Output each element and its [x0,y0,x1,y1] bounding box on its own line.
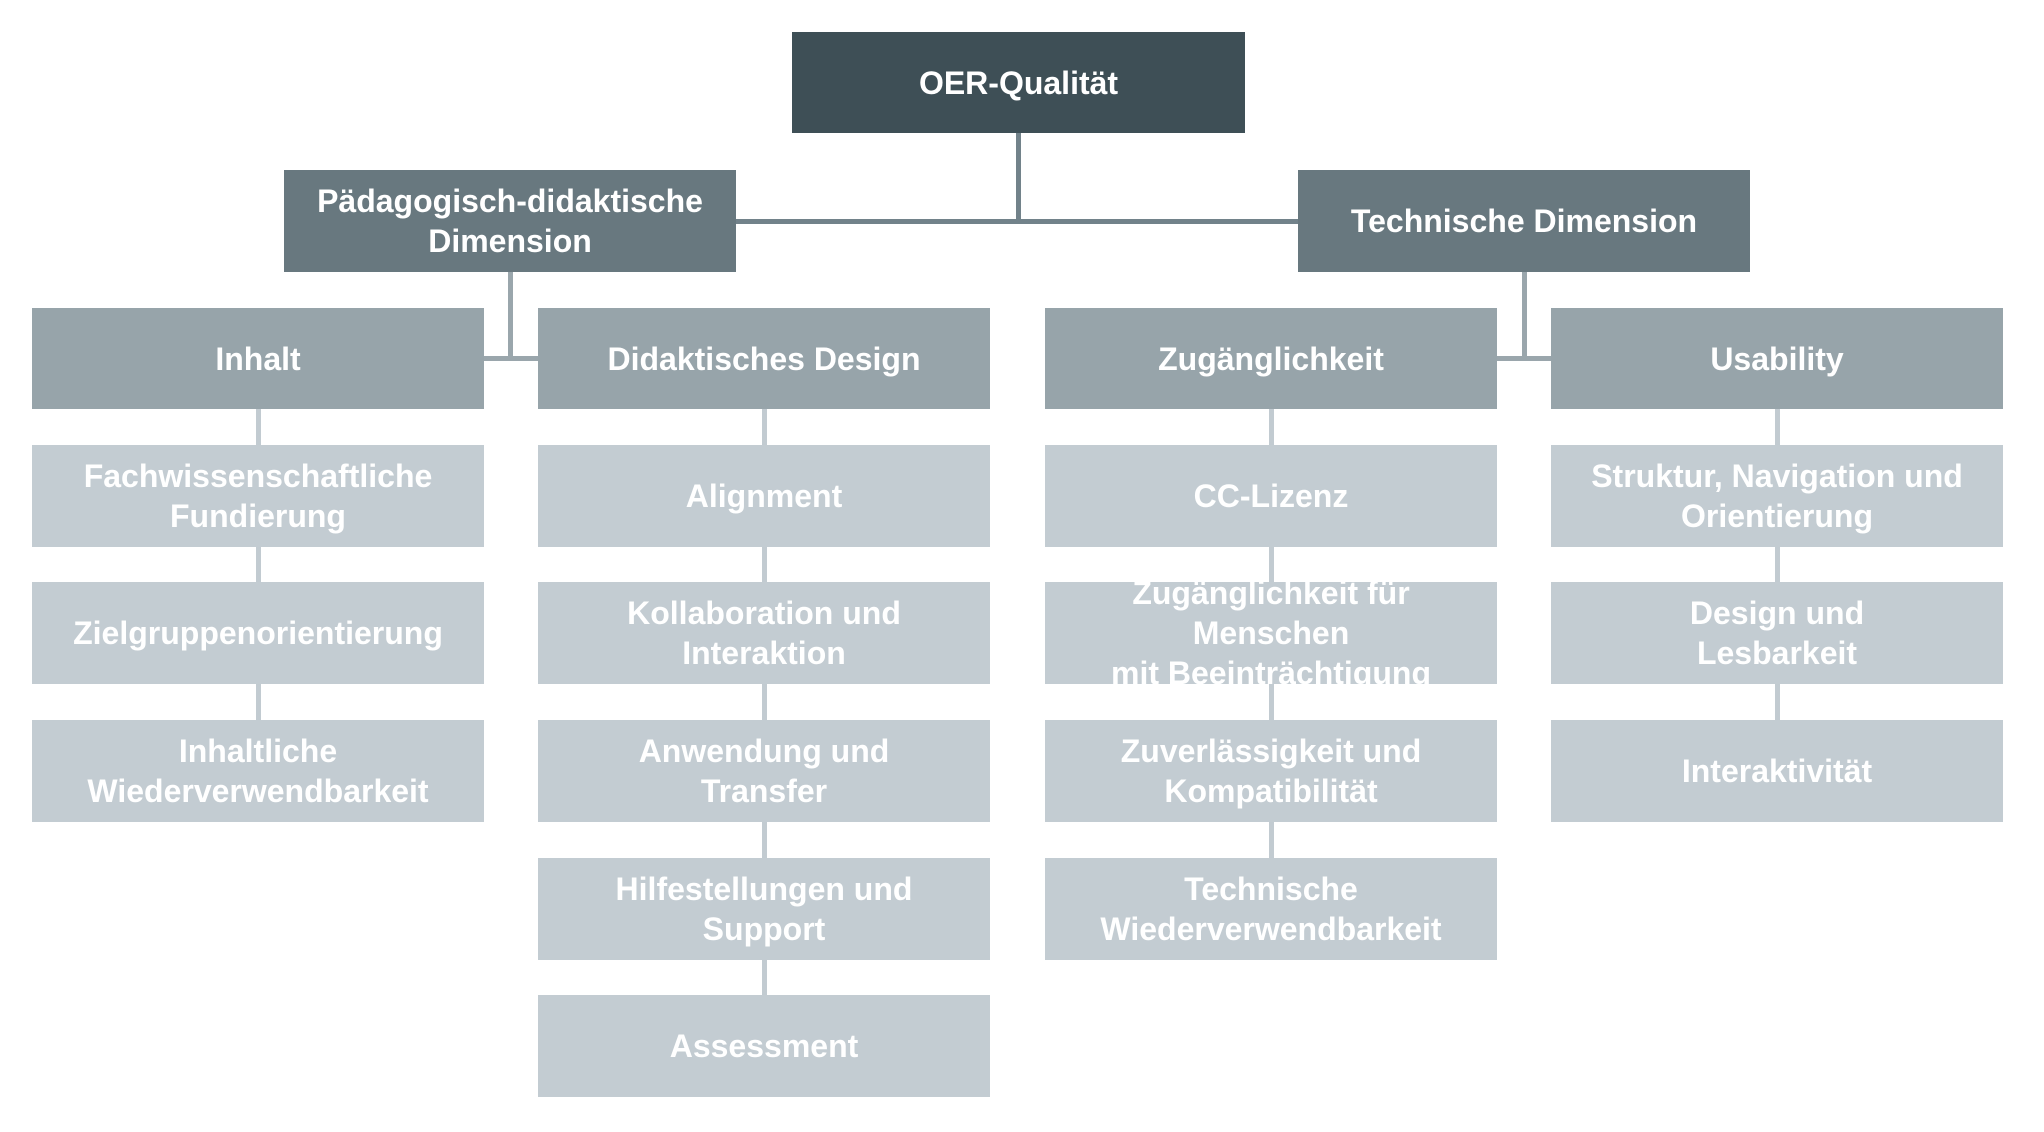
node-item-alignment: Alignment [538,445,990,547]
connector-col2-seg1 [762,409,767,445]
connector-col1-seg2 [256,547,261,582]
node-header-didaktisches-design: Didaktisches Design [538,308,990,409]
connector-col2-seg3 [762,684,767,720]
node-item-fachwissenschaftliche-fundierung: Fachwissenschaftliche Fundierung [32,445,484,547]
connector-col2-seg2 [762,547,767,582]
connector-col3-seg3 [1269,684,1274,720]
connector-col4-seg2 [1775,547,1780,582]
node-item-inhaltliche-wiederverwendbarkeit: Inhaltliche Wiederverwendbarkeit [32,720,484,822]
connector-root-drop [1016,133,1021,221]
connector-col4-seg1 [1775,409,1780,445]
connector-col1-seg3 [256,684,261,720]
connector-col3-seg4 [1269,822,1274,858]
node-item-hilfestellungen-und-support: Hilfestellungen und Support [538,858,990,960]
node-item-zugaenglichkeit-beeintraechtigung: Zugänglichkeit für Menschen mit Beeinträ… [1045,575,1497,691]
node-item-zuverlaessigkeit-und-kompatibilitaet: Zuverlässigkeit und Kompatibilität [1045,720,1497,822]
node-item-cc-lizenz: CC-Lizenz [1045,445,1497,547]
node-item-interaktivitaet: Interaktivität [1551,720,2003,822]
connector-dim2-rail [1497,356,1551,361]
connector-dim1-drop [508,272,513,358]
node-root: OER-Qualität [792,32,1245,133]
connector-col4-seg3 [1775,684,1780,720]
connector-root-rail [736,219,1298,224]
node-header-usability: Usability [1551,308,2003,409]
node-item-zielgruppenorientierung: Zielgruppenorientierung [32,582,484,684]
connector-dim1-rail [484,356,538,361]
node-item-assessment: Assessment [538,995,990,1097]
connector-col3-seg2 [1269,547,1274,582]
connector-col1-seg1 [256,409,261,445]
node-item-anwendung-und-transfer: Anwendung und Transfer [538,720,990,822]
node-item-technische-wiederverwendbarkeit: Technische Wiederverwendbarkeit [1045,858,1497,960]
connector-col3-seg1 [1269,409,1274,445]
node-item-design-und-lesbarkeit: Design und Lesbarkeit [1551,582,2003,684]
node-header-inhalt: Inhalt [32,308,484,409]
node-dimension-paedagogisch: Pädagogisch-didaktische Dimension [284,170,736,272]
node-header-zugaenglichkeit: Zugänglichkeit [1045,308,1497,409]
node-dimension-technisch: Technische Dimension [1298,170,1750,272]
connector-col2-seg4 [762,822,767,858]
connector-dim2-drop [1522,272,1527,358]
node-item-kollaboration-und-interaktion: Kollaboration und Interaktion [538,582,990,684]
node-item-struktur-navigation-orientierung: Struktur, Navigation und Orientierung [1551,445,2003,547]
connector-col2-seg5 [762,960,767,995]
